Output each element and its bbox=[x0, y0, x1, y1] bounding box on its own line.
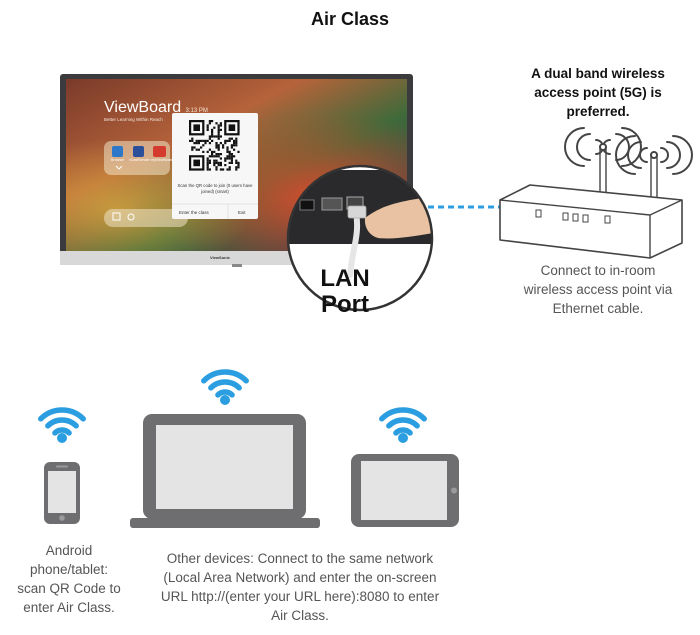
screen-subtitle: Better Learning Within Reach bbox=[104, 117, 163, 122]
hand-illustration bbox=[364, 196, 432, 239]
antenna-signal-icon bbox=[564, 127, 693, 175]
tablet bbox=[351, 454, 459, 527]
toolbar-settings-icon[interactable] bbox=[127, 213, 135, 221]
other-devices-caption: Other devices: Connect to the same netwo… bbox=[160, 551, 440, 623]
screen-brand: ViewBoard 3:13 PM bbox=[104, 99, 208, 116]
tile-label-myviewboard: myViewBoard bbox=[151, 158, 174, 162]
laptop bbox=[130, 414, 320, 528]
tile-label-browser: Browser bbox=[111, 158, 125, 162]
lan-port-zoom bbox=[286, 164, 434, 312]
wifi-icon bbox=[379, 407, 427, 443]
access-point-caption: Connect to in-room wireless access point… bbox=[523, 263, 673, 316]
qr-code[interactable] bbox=[189, 120, 240, 171]
phone-caption: Android phone/tablet: scan QR Code to en… bbox=[17, 543, 121, 615]
myviewboard-tile-icon[interactable] bbox=[153, 146, 166, 157]
wifi-icon bbox=[201, 369, 249, 405]
rj45-plug bbox=[347, 205, 367, 219]
browser-tile-icon[interactable] bbox=[112, 146, 123, 157]
vcast-tile-icon[interactable] bbox=[133, 146, 144, 157]
android-phone bbox=[44, 462, 80, 524]
wireless-access-point bbox=[499, 146, 683, 259]
access-point-note: A dual band wireless access point (5G) i… bbox=[531, 66, 665, 119]
diagram-title: Air Class bbox=[310, 9, 390, 29]
qr-caption: Scan the QR code to join (0 users have j… bbox=[177, 183, 253, 194]
wifi-icon bbox=[38, 407, 86, 443]
chevron-down-icon[interactable] bbox=[115, 165, 123, 170]
tile-label-vcast: vCastSender bbox=[129, 158, 150, 162]
ethernet-cable bbox=[347, 210, 361, 278]
exit-button[interactable]: Exit bbox=[238, 210, 246, 215]
bezel-logo: ViewSonic bbox=[210, 255, 230, 260]
enter-class-button[interactable]: Enter the class bbox=[179, 210, 209, 215]
toolbar-input-icon[interactable] bbox=[112, 212, 121, 221]
